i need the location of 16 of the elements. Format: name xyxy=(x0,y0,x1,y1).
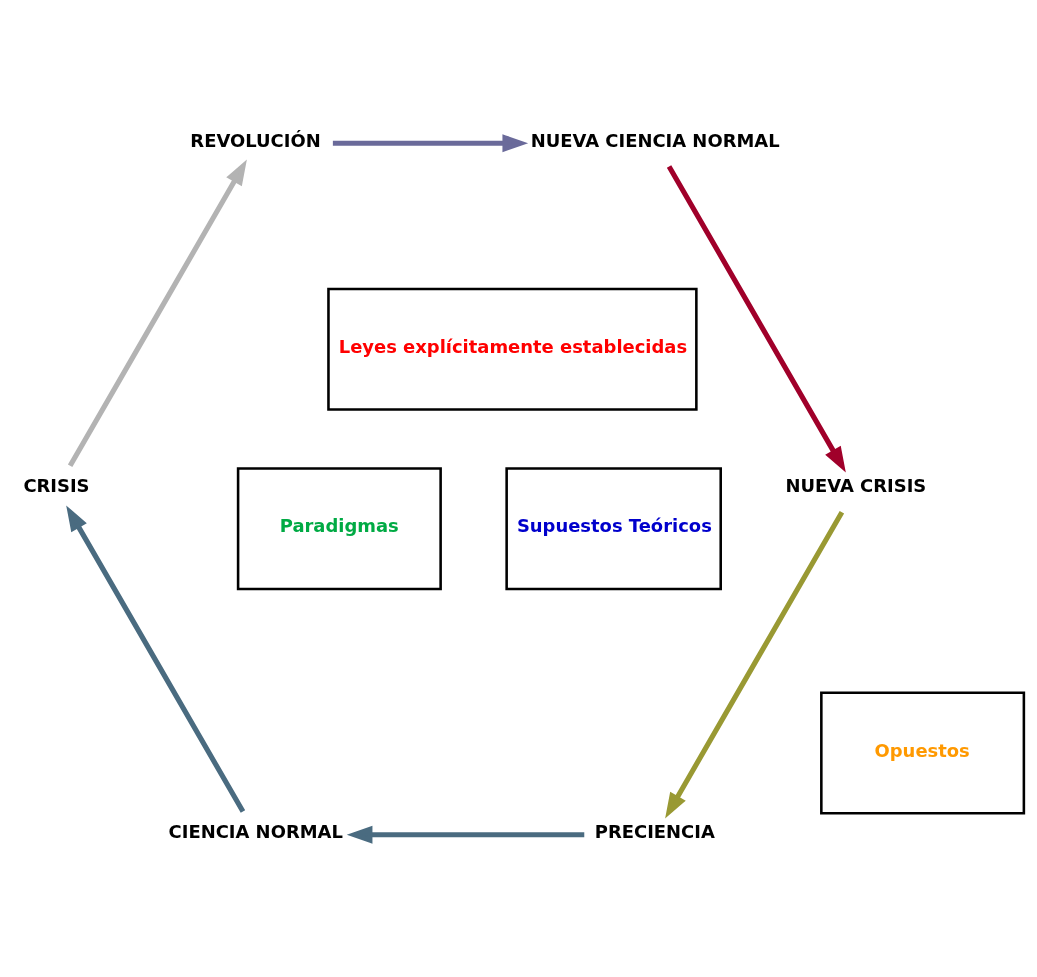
node-text: NUEVA CRISIS xyxy=(785,474,927,496)
node-text: NUEVA CIENCIA NORMAL xyxy=(530,129,780,151)
node-box: Opuestos xyxy=(820,691,1026,815)
arrow xyxy=(666,164,846,473)
arrow xyxy=(346,825,585,844)
node-text: CIENCIA NORMAL xyxy=(168,820,343,842)
node-text: REVOLUCIÓN xyxy=(190,129,321,151)
arrow xyxy=(665,510,845,818)
arrow xyxy=(332,133,529,152)
node-text: PRECIENCIA xyxy=(594,820,715,842)
node-box: Paradigmas xyxy=(236,466,442,590)
node-box: Leyes explícitamente establecidas xyxy=(327,287,698,411)
arrow xyxy=(67,159,247,467)
node-box: Supuestos Teóricos xyxy=(505,466,722,590)
node-text: CRISIS xyxy=(23,474,90,496)
arrow xyxy=(66,504,246,813)
